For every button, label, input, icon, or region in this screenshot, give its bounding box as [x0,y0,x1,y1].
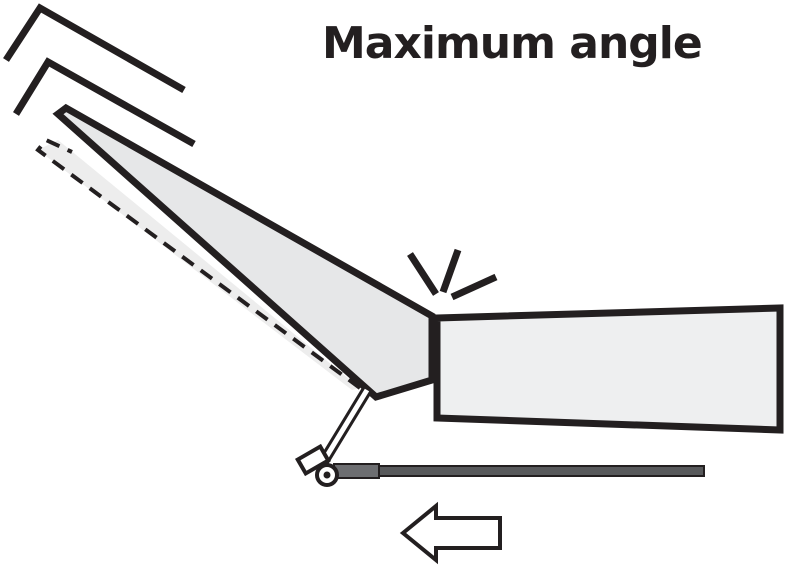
motion-line-inner [13,57,196,148]
impact-line-right [450,273,498,301]
diagram-title: Maximum angle [322,18,703,69]
previous-position-dashes [35,137,362,390]
tilted-lid [52,103,436,401]
impact-line-middle [439,248,462,294]
impact-lines [407,248,498,301]
direction-arrow [399,501,502,565]
motion-lines [3,3,196,148]
fixed-base [433,304,784,434]
push-rod-shaft [378,465,705,477]
linkage-arm [317,387,372,467]
impact-line-left [407,252,439,296]
pivot-joint [295,443,339,487]
push-rod [333,463,705,479]
motion-line-outer [3,3,186,94]
push-rod-sleeve [333,463,380,479]
